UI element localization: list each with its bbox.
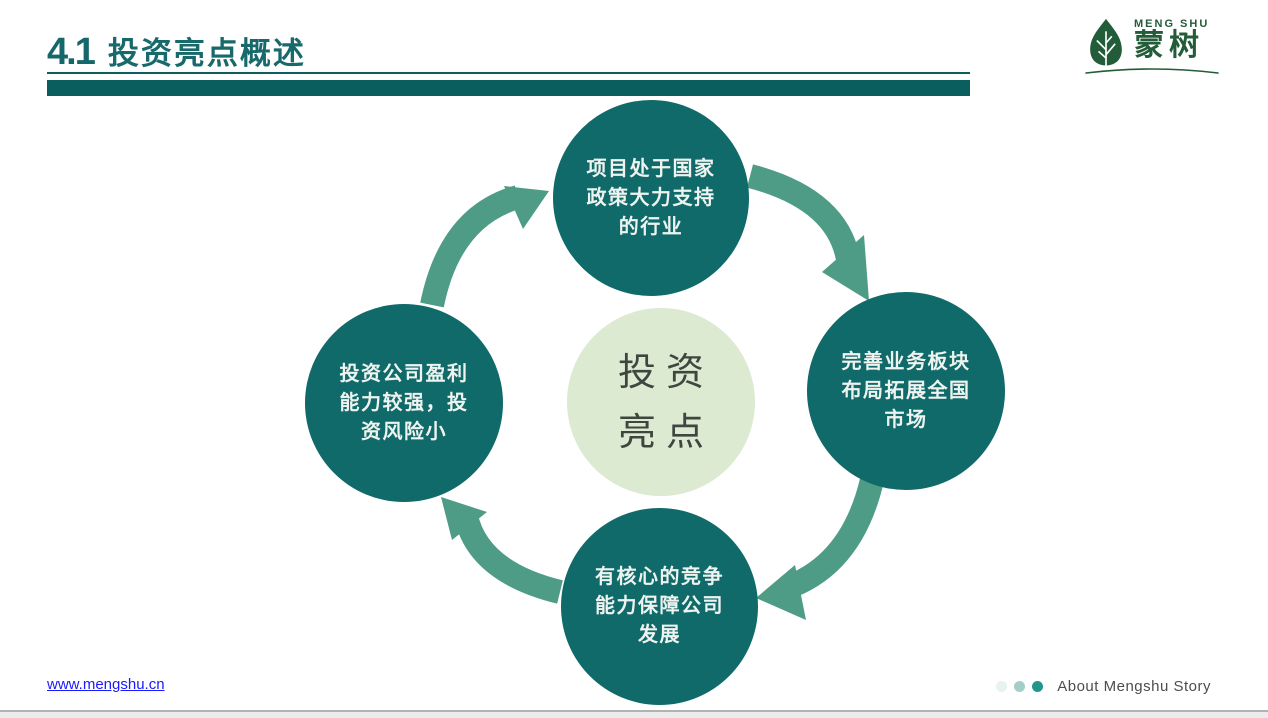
header-title: 4.1 投资亮点概述: [47, 28, 306, 73]
node-bottom-line2: 能力保障公司: [595, 595, 724, 617]
node-top-line1: 项目处于国家: [586, 157, 716, 180]
company-logo: MENG SHU 蒙树: [1085, 8, 1223, 74]
node-circle-top: 项目处于国家 政策大力支持 的行业: [553, 100, 749, 296]
center-circle: 投资 亮点: [567, 308, 755, 496]
node-circle-right: 完善业务板块 布局拓展全国 市场: [807, 292, 1005, 490]
arrow-left-to-top-icon: [420, 185, 549, 308]
node-left-line3: 资风险小: [361, 420, 447, 443]
logo-name-en: MENG SHU: [1134, 18, 1210, 30]
progress-dot-icon: [1014, 681, 1026, 692]
node-top-line2: 政策大力支持: [586, 186, 716, 209]
slide-bottom-edge: [0, 710, 1268, 718]
node-left-line2: 能力较强，投: [339, 391, 469, 414]
tree-icon: [1090, 18, 1122, 66]
node-bottom-line1: 有核心的竞争: [595, 566, 724, 588]
center-label-line1: 投资: [617, 350, 714, 394]
arrow-top-to-right-icon: [746, 164, 869, 301]
node-circle-left: 投资公司盈利 能力较强，投 资风险小: [305, 304, 503, 502]
logo-text: MENG SHU 蒙树: [1134, 18, 1209, 62]
arrow-bottom-to-left-icon: [441, 497, 563, 604]
website-link[interactable]: www.mengshu.cn: [47, 676, 165, 693]
center-label-line2: 亮点: [617, 410, 714, 454]
arrow-right-to-bottom-icon: [756, 477, 884, 620]
title-accent-bar: [47, 80, 970, 96]
page-title: 投资亮点概述: [107, 36, 306, 71]
node-left-line1: 投资公司盈利: [339, 362, 469, 385]
node-top-line3: 的行业: [618, 215, 684, 238]
node-right-line2: 布局拓展全国: [841, 379, 971, 402]
progress-dot-icon: [996, 681, 1008, 692]
section-number: 4.1: [47, 31, 96, 73]
node-circle-bottom: 有核心的竞争 能力保障公司 发展: [561, 508, 758, 705]
logo-name-cn: 蒙树: [1134, 29, 1204, 62]
footer-caption-group: About Mengshu Story: [996, 678, 1211, 695]
node-right-line3: 市场: [884, 408, 928, 431]
node-right-line1: 完善业务板块: [841, 350, 971, 373]
title-rule-divider: [47, 72, 970, 74]
progress-dot-icon: [1032, 681, 1044, 692]
logo-underline-arc-icon: [1085, 68, 1219, 74]
footer-caption: About Mengshu Story: [1057, 678, 1211, 695]
node-bottom-line3: 发展: [638, 624, 681, 646]
